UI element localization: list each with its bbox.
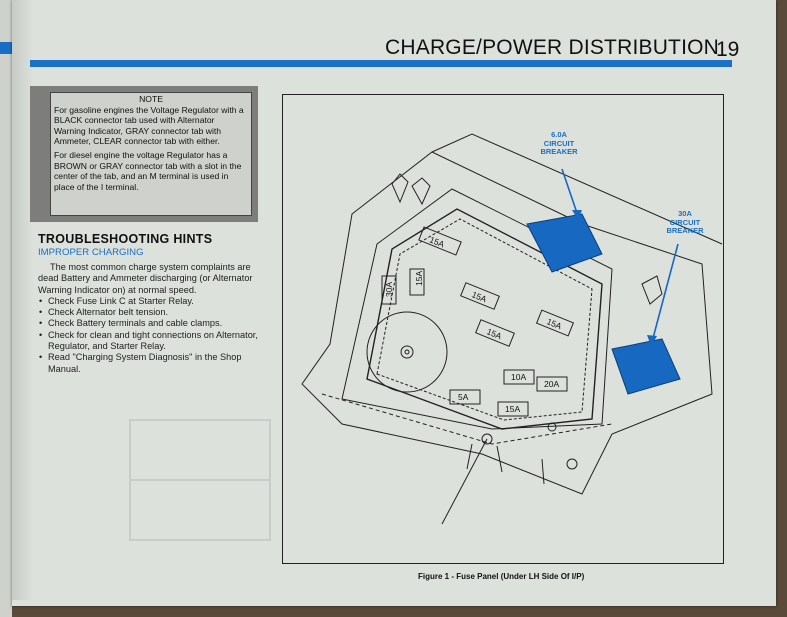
breaker-30a-text: CIRCUIT BREAKER bbox=[666, 217, 704, 235]
fuse-label: 15A bbox=[505, 404, 520, 414]
checklist-item: Check for clean and tight connections on… bbox=[38, 330, 260, 353]
fuse-label: 15A bbox=[485, 326, 503, 341]
breaker-6a-amp: 6.0A bbox=[551, 130, 567, 139]
troubleshooting-subtitle: IMPROPER CHARGING bbox=[38, 247, 144, 258]
checklist-item: Check Fuse Link C at Starter Relay. bbox=[38, 296, 260, 308]
dash-inner-edge bbox=[341, 188, 613, 430]
checklist-item: Check Alternator belt tension. bbox=[38, 307, 260, 319]
note-title: NOTE bbox=[139, 94, 163, 104]
previous-page-edge bbox=[0, 0, 12, 617]
note-paragraph-gasoline: For gasoline engines the Voltage Regulat… bbox=[54, 104, 244, 147]
checklist-item: Read "Charging System Diagnosis" in the … bbox=[38, 352, 260, 375]
fuse-label: 15A bbox=[545, 316, 563, 331]
page-number: 19 bbox=[716, 38, 740, 61]
screw bbox=[547, 422, 557, 432]
previous-page-accent bbox=[0, 42, 12, 54]
fuse-label: 15A bbox=[470, 289, 488, 304]
fuse-label: 10A bbox=[511, 372, 526, 382]
fuse-label: 15A bbox=[414, 271, 424, 286]
breaker-6a-callout: 6.0A CIRCUIT BREAKER bbox=[534, 130, 584, 157]
checklist-item: Check Battery terminals and cable clamps… bbox=[38, 318, 260, 330]
checklist: Check Fuse Link C at Starter Relay. Chec… bbox=[38, 296, 260, 375]
bleed-through-trace bbox=[129, 419, 271, 541]
dash-lower-lip bbox=[321, 393, 613, 445]
breaker-30a-amp: 30A bbox=[678, 209, 692, 218]
note-paragraph-diesel: For diesel engine the voltage Regulator … bbox=[54, 149, 242, 192]
fuse-label: 30A bbox=[384, 282, 394, 297]
fuse-label: 15A bbox=[428, 234, 446, 249]
troubleshooting-intro: The most common charge system complaints… bbox=[38, 262, 253, 295]
fuse-label: 20A bbox=[544, 379, 559, 389]
screw bbox=[566, 458, 578, 470]
fuse-panel-plate bbox=[366, 208, 603, 430]
breaker-30a-callout: 30A CIRCUIT BREAKER bbox=[660, 209, 710, 236]
troubleshooting-title: TROUBLESHOOTING HINTS bbox=[38, 232, 213, 246]
page-spine-shadow bbox=[12, 0, 34, 600]
fuse-panel-illustration: 15A 30A 15A 15A 15A 15A 10A 20A 5A 15A bbox=[301, 133, 723, 525]
header-rule bbox=[30, 60, 732, 67]
figure-caption: Figure 1 - Fuse Panel (Under LH Side Of … bbox=[418, 572, 585, 581]
flasher-circle bbox=[366, 311, 448, 393]
screw bbox=[481, 433, 493, 445]
note-box: NOTE For gasoline engines the Voltage Re… bbox=[50, 92, 252, 216]
breaker-6a-text: CIRCUIT BREAKER bbox=[540, 138, 578, 156]
troubleshooting-body: The most common charge system complaints… bbox=[38, 262, 260, 375]
dash-outline bbox=[301, 151, 713, 495]
fuse-label: 5A bbox=[458, 392, 469, 402]
dash-upper-edge bbox=[431, 133, 723, 245]
figure-frame bbox=[282, 94, 724, 564]
page-title: CHARGE/POWER DISTRIBUTION bbox=[385, 36, 720, 59]
